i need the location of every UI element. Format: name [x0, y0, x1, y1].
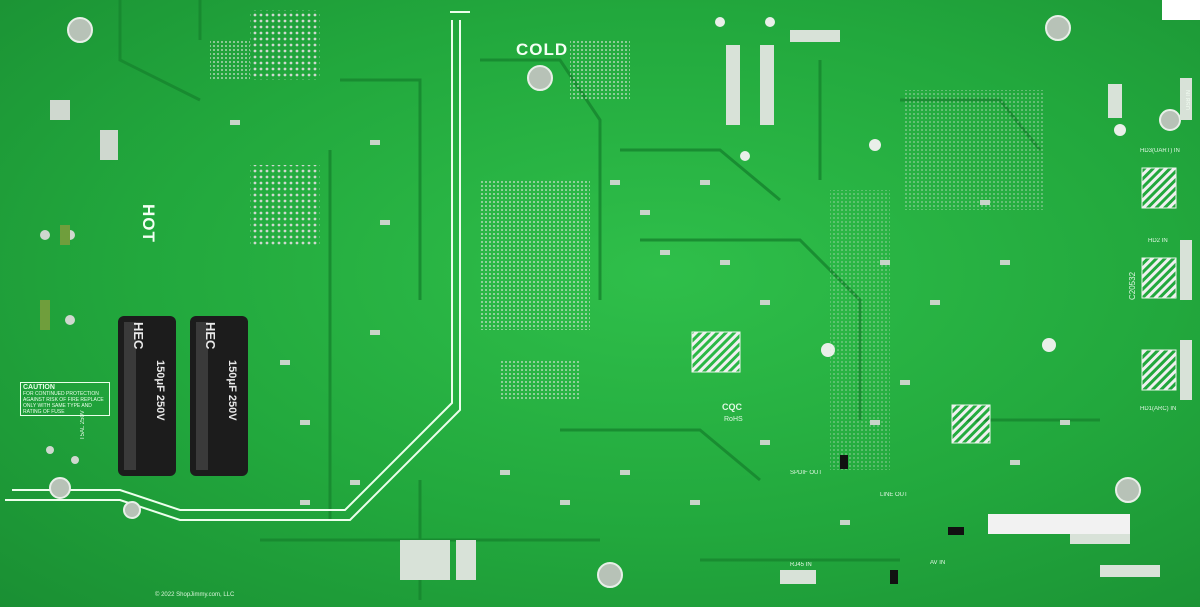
usb-in-label: USB IN [1186, 89, 1192, 110]
caution-line-3: ONLY WITH SAME TYPE AND [23, 403, 92, 409]
copyright-text: © 2022 ShopJimmy.com, LLC [155, 592, 235, 598]
smd-components [230, 120, 1070, 525]
mounting-holes [49, 15, 1181, 588]
cap-1-brand: HEC [131, 322, 146, 350]
rj45-label: RJ45 IN [790, 562, 812, 568]
part-number: C20532 [1128, 271, 1137, 300]
caution-title: CAUTION [23, 384, 55, 391]
hot-side-pads [40, 100, 118, 464]
gear-vias [715, 17, 1126, 357]
cap-2-rating: 150μF 250V [226, 360, 238, 421]
electrolytic-capacitors [118, 316, 248, 476]
hot-label: HOT [139, 204, 158, 243]
caution-notice: CAUTION FOR CONTINUED PROTECTION AGAINST… [20, 382, 110, 416]
caution-line-1: FOR CONTINUED PROTECTION [23, 391, 99, 397]
hdmi1-label: HD1(ARC) IN [1140, 406, 1177, 412]
board-notch [1162, 0, 1200, 20]
cold-label: COLD [516, 40, 569, 59]
isolation-boundary [5, 11, 470, 521]
hatched-pads [691, 167, 1177, 444]
black-components [840, 455, 964, 584]
cqc-label: CQC [722, 402, 742, 412]
caution-line-4: RATING OF FUSE [23, 409, 65, 415]
line-out-label: LINE OUT [880, 492, 908, 498]
rohs-label: RoHS [724, 416, 743, 423]
sticker-label [988, 514, 1130, 534]
fuse-rating: T5AL 250V [80, 410, 86, 440]
spdif-label: SPDIF OUT [790, 470, 823, 476]
av-in-label: AV IN [930, 560, 946, 566]
hdmi3-label: HD3(UART) IN [1140, 148, 1180, 154]
hdmi2-label: HD2 IN [1148, 238, 1168, 244]
caution-line-2: AGAINST RISK OF FIRE REPLACE [23, 397, 104, 403]
cap-1-rating: 150μF 250V [154, 360, 166, 421]
cap-2-brand: HEC [203, 322, 218, 350]
via-arrays [210, 10, 1045, 470]
